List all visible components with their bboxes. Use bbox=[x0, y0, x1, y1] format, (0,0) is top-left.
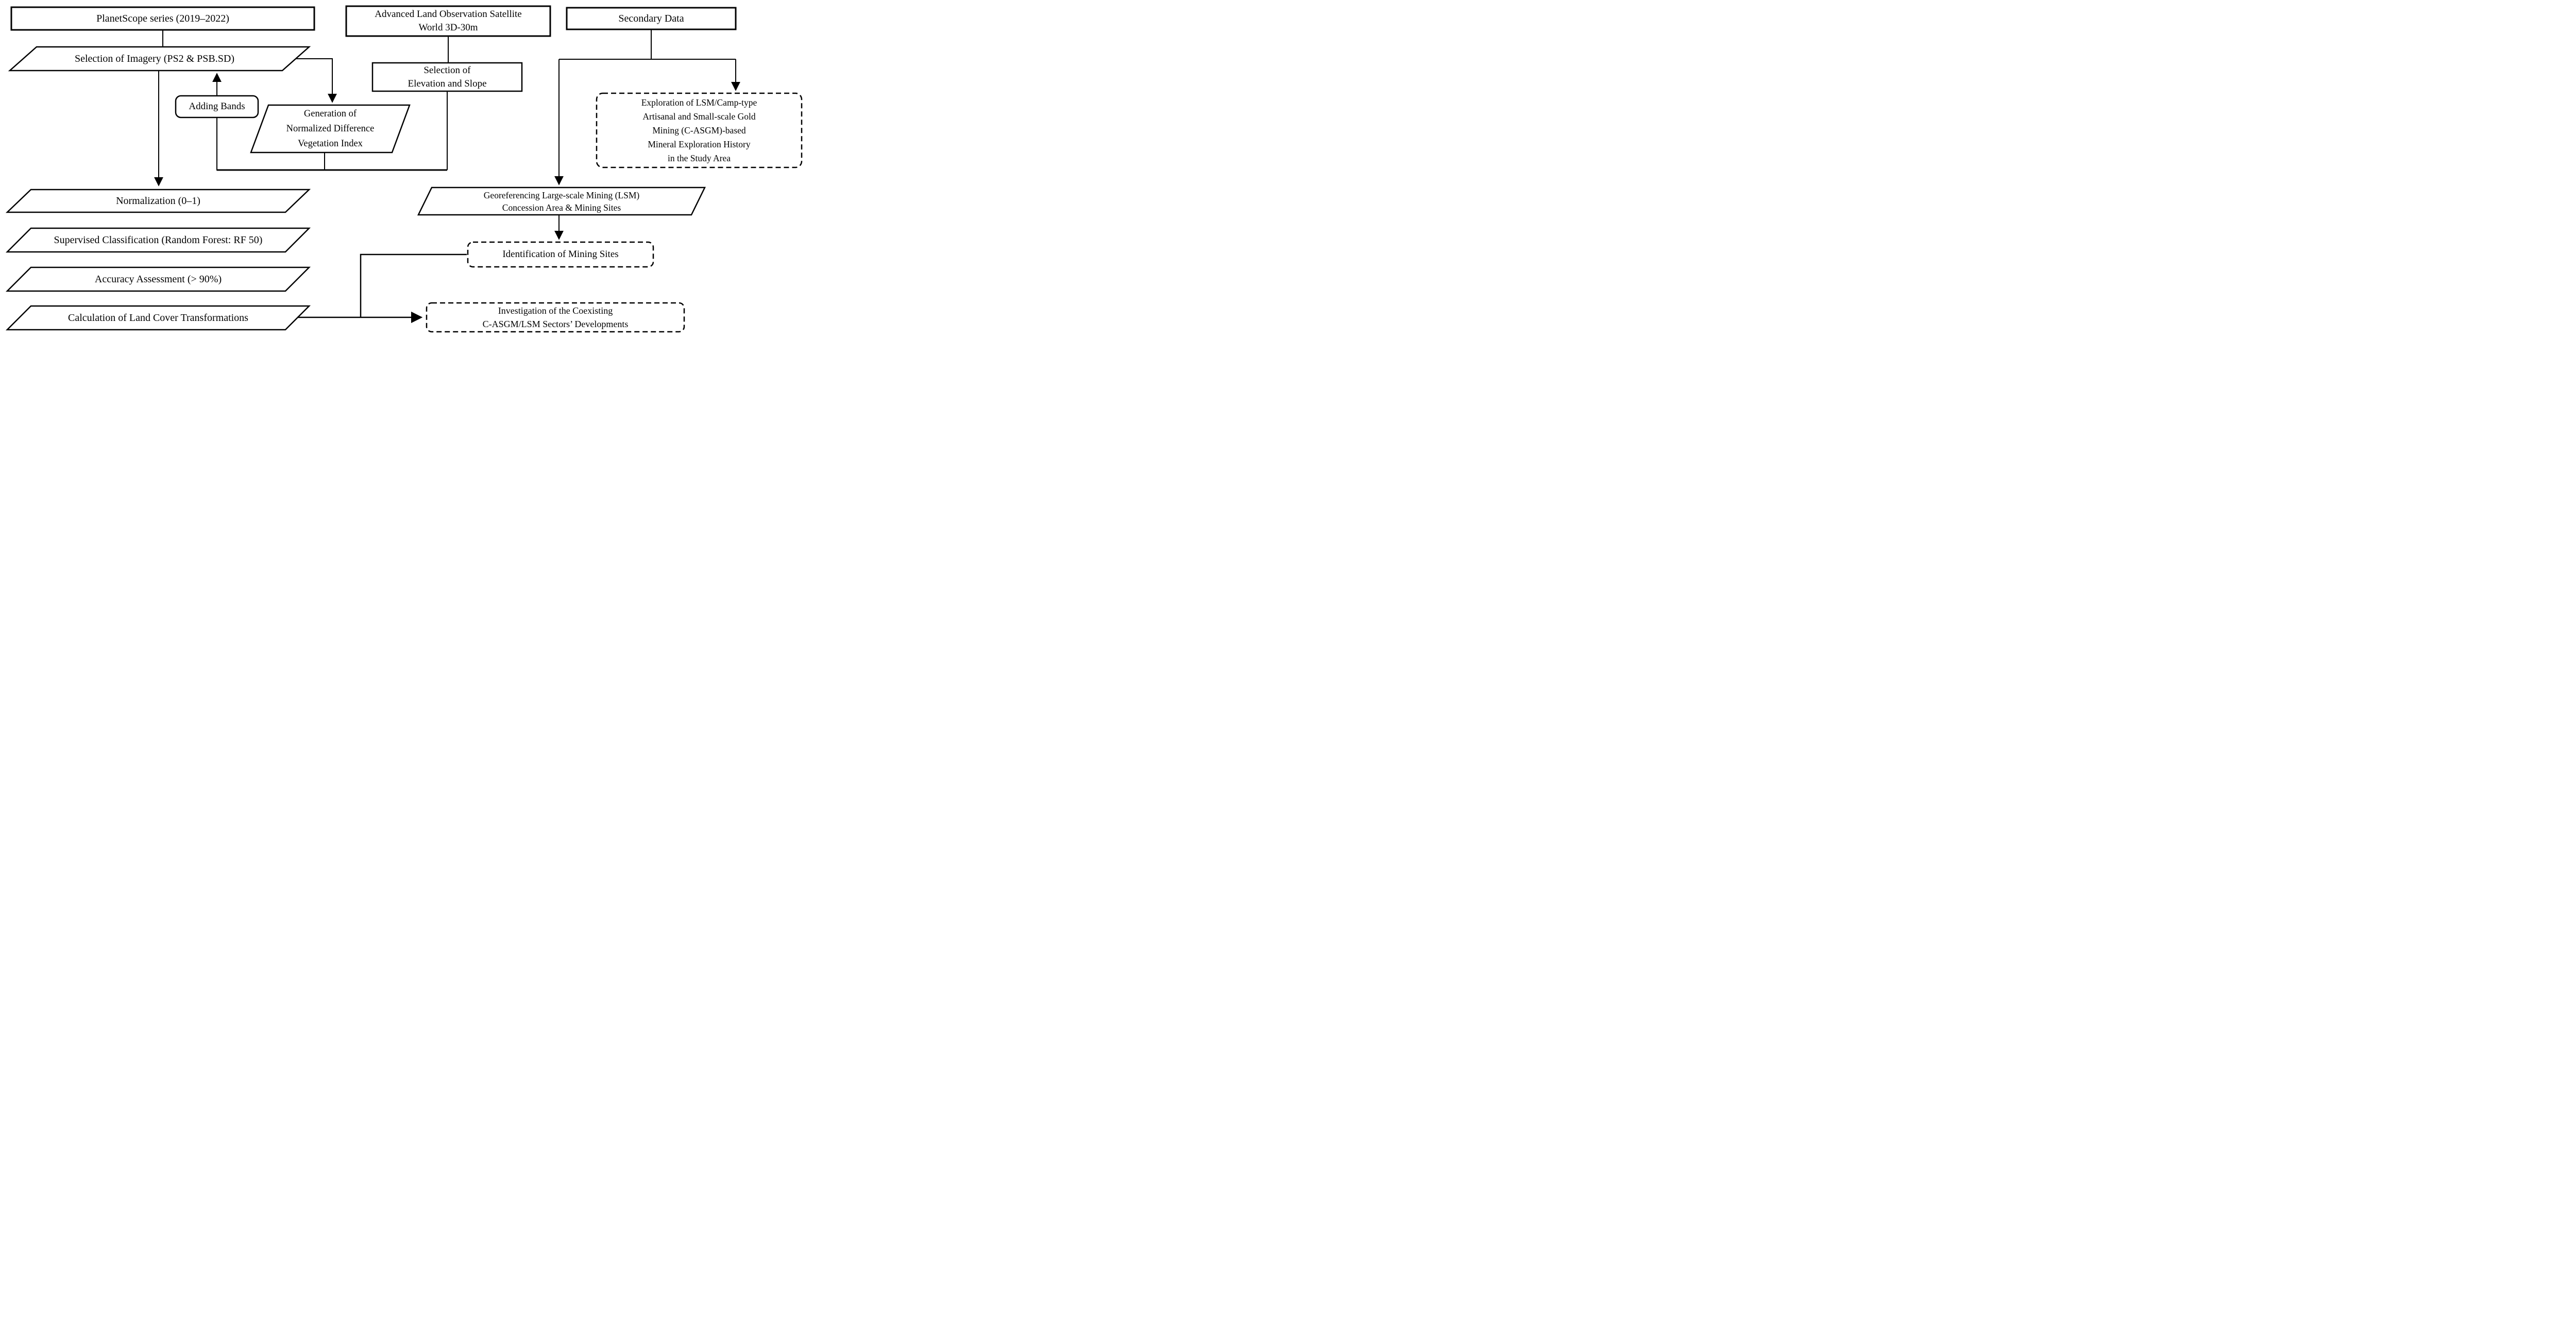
alos-box bbox=[345, 5, 551, 37]
investigation-dashed-box bbox=[426, 302, 685, 333]
ndvi-parallelogram bbox=[250, 104, 411, 154]
calculation-parallelogram bbox=[5, 305, 311, 331]
connector-junction-to-identification bbox=[360, 253, 467, 317]
exploration-dashed-box bbox=[596, 92, 803, 168]
accuracy-parallelogram bbox=[5, 266, 311, 292]
selection-elevation-box bbox=[371, 62, 523, 92]
normalization-parallelogram bbox=[5, 189, 311, 213]
secondary-data-box bbox=[566, 7, 737, 30]
georeferencing-parallelogram bbox=[417, 186, 706, 216]
flowchart-graphics bbox=[5, 5, 803, 333]
identification-dashed-box bbox=[467, 241, 654, 268]
flowchart-canvas: PlanetScope series (2019–2022) Advanced … bbox=[0, 0, 808, 337]
supervised-parallelogram bbox=[5, 227, 311, 253]
planetscope-box bbox=[10, 6, 315, 31]
selection-imagery-parallelogram bbox=[8, 46, 311, 72]
adding-bands-box bbox=[175, 95, 259, 118]
connector-imagery-to-ndvi bbox=[296, 58, 337, 103]
